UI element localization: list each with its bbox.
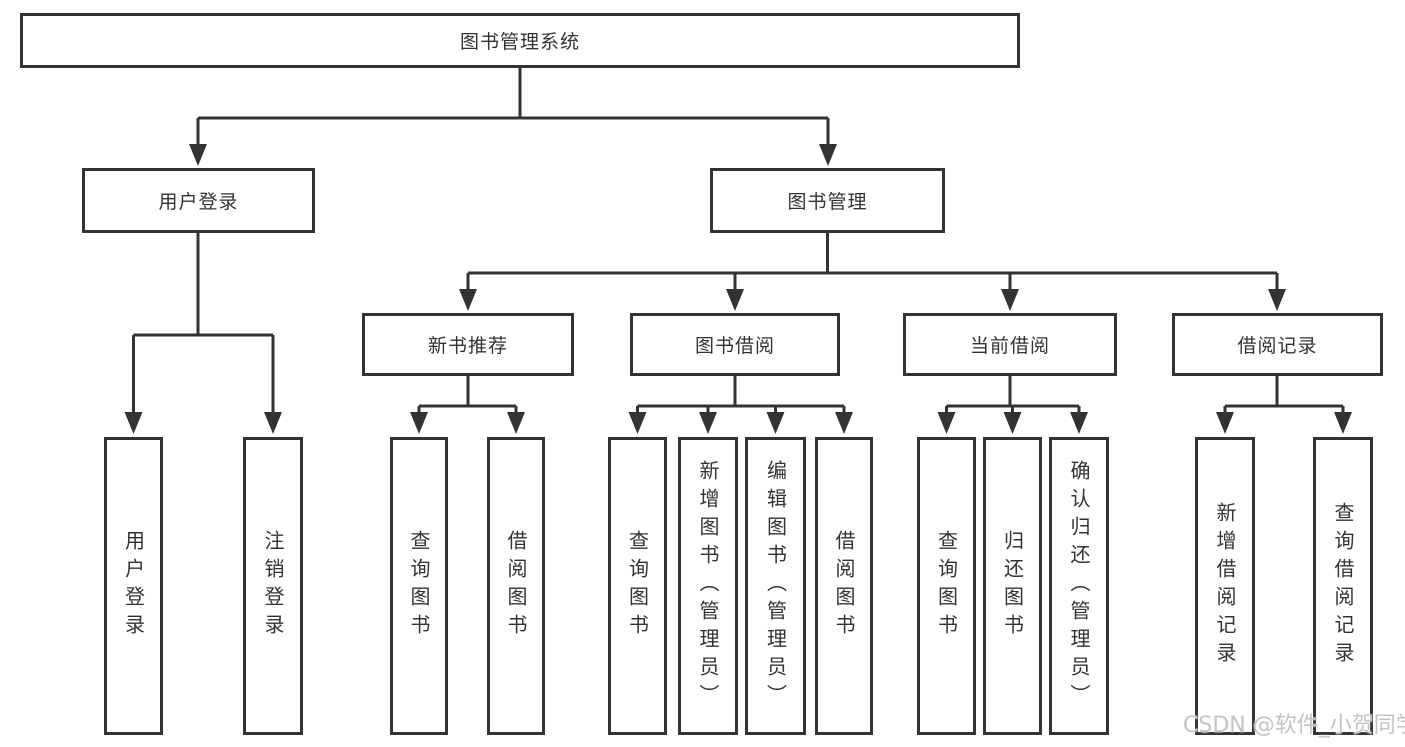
leaf-label: 新增图书（管理员） bbox=[696, 460, 720, 712]
node-book-management: 图书管理 bbox=[710, 168, 945, 233]
leaf-label: 查询图书 bbox=[625, 530, 650, 642]
leaf-label: 确认归还（管理员） bbox=[1067, 460, 1091, 712]
leaf-label: 借阅图书 bbox=[504, 530, 528, 642]
leaf-label: 用户登录 bbox=[121, 530, 146, 642]
connector-user-login-to-leaves bbox=[132, 233, 275, 414]
connector-new-books-to-leaves bbox=[417, 376, 518, 414]
leaf-borrowing-query: 查询图书 bbox=[608, 437, 667, 735]
node-new-book-recommend: 新书推荐 bbox=[362, 313, 574, 376]
leaf-user-login: 用户登录 bbox=[104, 437, 163, 735]
connector-borrowing-to-leaves bbox=[636, 376, 846, 414]
leaf-label: 查询图书 bbox=[407, 530, 431, 642]
node-borrow-records: 借阅记录 bbox=[1172, 313, 1383, 376]
connector-book-mgmt-to-level3 bbox=[466, 233, 1279, 291]
arrowheads bbox=[124, 144, 1352, 434]
leaf-current-query: 查询图书 bbox=[917, 437, 976, 735]
node-label: 用户登录 bbox=[158, 191, 239, 213]
leaf-label: 查询图书 bbox=[934, 530, 959, 642]
node-current-borrowing: 当前借阅 bbox=[903, 313, 1117, 376]
leaf-logout: 注销登录 bbox=[243, 437, 303, 735]
leaf-records-add: 新增借阅记录 bbox=[1195, 437, 1255, 735]
node-label: 新书推荐 bbox=[427, 335, 508, 357]
leaf-label: 查询借阅记录 bbox=[1331, 502, 1355, 670]
leaf-label: 注销登录 bbox=[261, 530, 285, 642]
node-label: 图书管理 bbox=[787, 191, 868, 213]
node-book-borrowing: 图书借阅 bbox=[630, 313, 840, 376]
node-label: 图书借阅 bbox=[694, 335, 775, 357]
leaf-label: 新增借阅记录 bbox=[1213, 502, 1237, 670]
node-label: 图书管理系统 bbox=[459, 31, 580, 53]
node-user-login: 用户登录 bbox=[82, 168, 315, 233]
connector-records-to-leaves bbox=[1223, 376, 1345, 414]
leaf-label: 借阅图书 bbox=[832, 530, 856, 642]
connector-current-to-leaves bbox=[945, 376, 1081, 414]
csdn-watermark: CSDN @软件_小贺同学 bbox=[1183, 713, 1405, 738]
leaf-borrowing-add-admin: 新增图书（管理员） bbox=[678, 437, 738, 735]
node-root-system: 图书管理系统 bbox=[20, 13, 1020, 68]
leaf-newbooks-borrow: 借阅图书 bbox=[487, 437, 545, 735]
node-label: 借阅记录 bbox=[1237, 335, 1318, 357]
connector-root-to-level2 bbox=[196, 68, 830, 146]
leaf-borrowing-borrow: 借阅图书 bbox=[815, 437, 873, 735]
leaf-borrowing-edit-admin: 编辑图书（管理员） bbox=[745, 437, 806, 735]
leaf-current-confirm-admin: 确认归还（管理员） bbox=[1049, 437, 1109, 735]
leaf-label: 归还图书 bbox=[1000, 530, 1025, 642]
leaf-label: 编辑图书（管理员） bbox=[763, 460, 788, 712]
leaf-newbooks-query: 查询图书 bbox=[390, 437, 448, 735]
leaf-current-return: 归还图书 bbox=[983, 437, 1042, 735]
node-label: 当前借阅 bbox=[969, 335, 1050, 357]
leaf-records-query: 查询借阅记录 bbox=[1313, 437, 1373, 735]
